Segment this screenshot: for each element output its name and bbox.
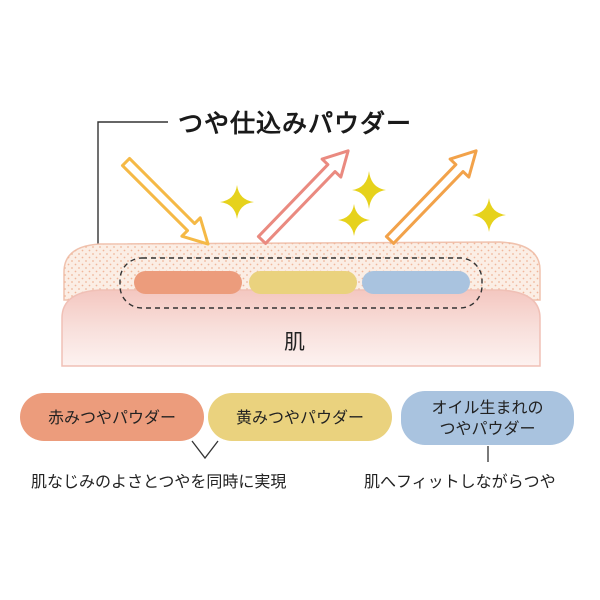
arrow-down-right-icon [120, 156, 210, 246]
sparkle-icon [472, 198, 506, 232]
blue-powder-pill: オイル生まれの つやパウダー [401, 391, 574, 445]
red-powder-particle [134, 271, 242, 294]
yellow-powder-particle [249, 271, 357, 294]
arrow-up-right-icon [384, 149, 478, 245]
red-powder-label: 赤みつやパウダー [47, 407, 176, 427]
caption-left: 肌なじみのよさとつやを同時に実現 [31, 472, 287, 491]
arrow-up-right-icon [256, 149, 350, 245]
pill-connector-left [191, 440, 219, 460]
diagram-title: つや仕込みパウダー [178, 109, 413, 138]
skin-layer [61, 289, 541, 367]
blue-powder-label-line1: オイル生まれの [431, 398, 544, 417]
powder-particles-enclosure [119, 257, 483, 309]
sparkle-icon [338, 204, 370, 236]
red-powder-pill: 赤みつやパウダー [20, 393, 204, 441]
caption-right: 肌へフィットしながらつや [364, 472, 556, 491]
yellow-powder-label: 黄みつやパウダー [235, 407, 364, 427]
yellow-powder-pill: 黄みつやパウダー [208, 393, 392, 441]
sparkle-icon [220, 185, 254, 219]
sparkle-icon [352, 171, 386, 209]
blue-powder-particle [362, 271, 470, 294]
skin-label: 肌 [284, 330, 305, 354]
blue-powder-label-line2: つやパウダー [439, 419, 536, 438]
